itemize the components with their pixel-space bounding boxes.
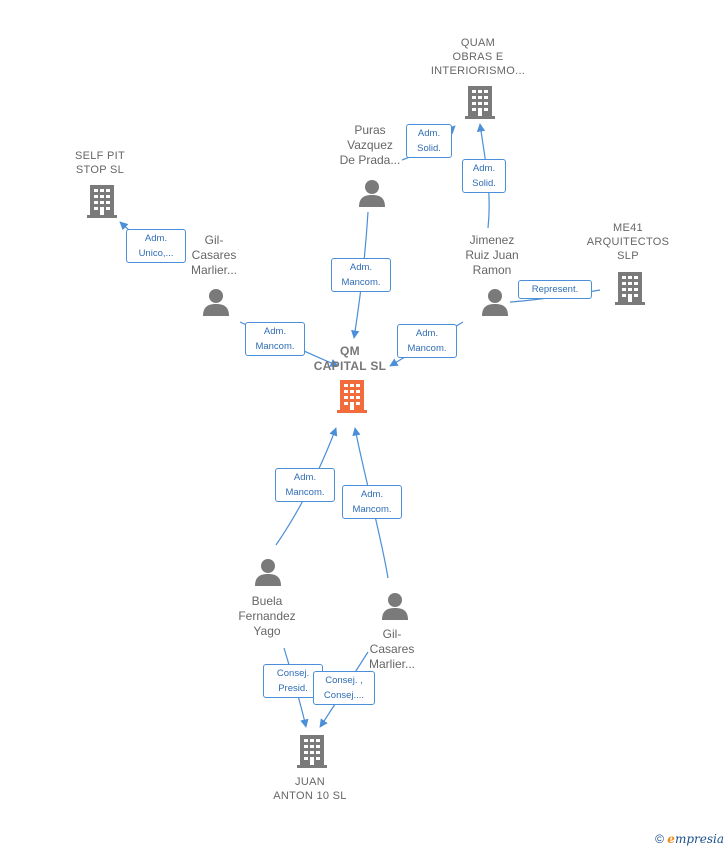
puras-person-icon[interactable]	[357, 178, 387, 213]
relation-puras-quam[interactable]: Adm. Solid.	[406, 124, 452, 158]
buela-label[interactable]: Buela Fernandez Yago	[238, 594, 296, 638]
copyright-symbol: ©	[655, 832, 664, 846]
qm-capital-building-icon[interactable]	[336, 378, 368, 419]
gil-top-person-icon[interactable]	[201, 287, 231, 322]
relation-jimenez-quam[interactable]: Adm. Solid.	[462, 159, 506, 193]
quam-label[interactable]: QUAM OBRAS E INTERIORISMO...	[430, 37, 526, 77]
quam-building-icon[interactable]	[464, 84, 496, 125]
self-pit-building-icon[interactable]	[86, 183, 118, 224]
relation-gilbottom-qm[interactable]: Adm. Mancom.	[342, 485, 402, 519]
juan-anton-label[interactable]: JUAN ANTON 10 SL	[273, 776, 347, 802]
gil-bottom-person-icon[interactable]	[380, 591, 410, 626]
qm-capital-label[interactable]: QM CAPITAL SL	[313, 344, 387, 373]
puras-label[interactable]: Puras Vazquez De Prada...	[339, 123, 401, 167]
brand-rest: mpresia	[674, 832, 724, 846]
brand-e: e	[667, 832, 675, 846]
relation-gil-qm[interactable]: Adm. Mancom.	[245, 322, 305, 356]
relation-puras-qm[interactable]: Adm. Mancom.	[331, 258, 391, 292]
me41-building-icon[interactable]	[614, 270, 646, 311]
relation-jimenez-me41[interactable]: Represent.	[518, 280, 592, 299]
relation-gilbottom-juan[interactable]: Consej. , Consej....	[313, 671, 375, 705]
buela-person-icon[interactable]	[253, 557, 283, 592]
jimenez-label[interactable]: Jimenez Ruiz Juan Ramon	[465, 233, 519, 277]
relation-jimenez-qm[interactable]: Adm. Mancom.	[397, 324, 457, 358]
me41-label[interactable]: ME41 ARQUITECTOS SLP	[586, 222, 670, 262]
relation-gil-selfpit[interactable]: Adm. Unico,...	[126, 229, 186, 263]
juan-anton-building-icon[interactable]	[296, 733, 328, 774]
empresia-logo: © empresia	[655, 832, 724, 846]
relation-buela-qm[interactable]: Adm. Mancom.	[275, 468, 335, 502]
jimenez-person-icon[interactable]	[480, 287, 510, 322]
gil-bottom-label[interactable]: Gil- Casares Marlier...	[368, 627, 415, 671]
gil-top-label[interactable]: Gil- Casares Marlier...	[190, 233, 237, 277]
self-pit-label[interactable]: SELF PIT STOP SL	[74, 150, 126, 176]
